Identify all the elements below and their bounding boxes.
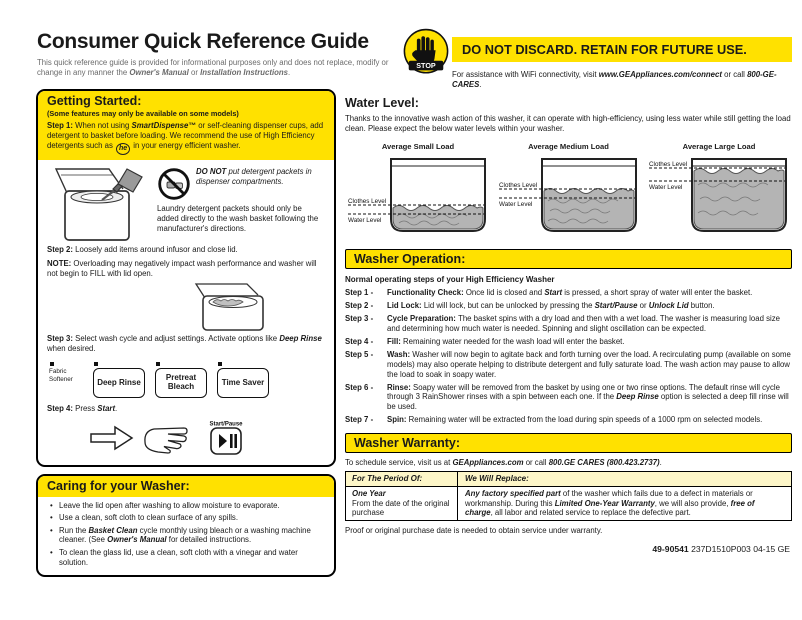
operation-step: Step 7 - Spin: Remaining water will be e… xyxy=(345,415,763,425)
warranty-period-title: One Year xyxy=(352,488,386,498)
fabric-softener-label: Fabric Softener xyxy=(49,362,85,384)
caring-header: Caring for your Washer: xyxy=(38,476,334,497)
play-icon xyxy=(219,433,227,448)
note-text: NOTE: Overloading may negatively impact … xyxy=(47,258,317,278)
indicator-dot xyxy=(218,362,222,367)
start-pause-label: Start/Pause xyxy=(209,421,243,427)
warranty-period-text: From the date of the original purchase xyxy=(352,498,450,518)
washer-loading-illustration xyxy=(189,282,297,332)
operation-step: Step 5 - Wash: Washer will now begin to … xyxy=(345,350,791,379)
water-level-label: Water Level xyxy=(649,184,682,191)
water-level-title: Water Level: xyxy=(345,96,419,110)
caring-title: Caring for your Washer: xyxy=(47,479,190,493)
operation-step: Step 6 - Rinse: Soapy water will be remo… xyxy=(345,382,789,411)
warranty-period-header: For The Period Of: xyxy=(346,471,458,486)
water-level-text: Thanks to the innovative wash action of … xyxy=(345,114,791,133)
warranty-table-header: For The Period Of: We Will Replace: xyxy=(346,471,791,487)
warranty-replace-header: We Will Replace: xyxy=(465,473,529,483)
large-load-diagram: Average Large Load Clothes Level Water L… xyxy=(646,142,792,239)
page-subtitle: This quick reference guide is provided f… xyxy=(37,58,389,77)
clothes-level-label: Clothes Level xyxy=(499,182,537,189)
high-efficiency-icon: he xyxy=(116,143,131,156)
warranty-intro: To schedule service, visit us at GEAppli… xyxy=(345,457,662,467)
control-panel-illustration: Fabric Softener Deep Rinse Pretreat Blea… xyxy=(49,358,325,399)
warranty-table: For The Period Of: We Will Replace: One … xyxy=(345,470,792,522)
step4-text: Step 4: Press Start. xyxy=(47,404,118,414)
warranty-table-row: One Year From the date of the original p… xyxy=(346,486,791,521)
page-title: Consumer Quick Reference Guide xyxy=(37,30,369,53)
indicator-dot xyxy=(156,362,160,367)
clothes-level-label: Clothes Level xyxy=(649,161,687,168)
getting-started-title: Getting Started: xyxy=(47,94,142,108)
packets-text: Laundry detergent packets should only be… xyxy=(157,204,319,233)
water-level-diagrams: Average Small Load Clothes Level Water L… xyxy=(345,142,792,239)
warranty-replace-text: Any factory specified part of the washer… xyxy=(465,488,755,518)
operation-step: Step 2 - Lid Lock: Lid will lock, but ca… xyxy=(345,301,715,311)
no-detergent-packets-icon xyxy=(157,167,191,201)
do-not-text: DO NOT put detergent packets in dispense… xyxy=(196,167,312,186)
caring-bullet: Run the Basket Clean cycle monthly using… xyxy=(50,526,324,546)
step1-text: Step 1: When not using SmartDispense™ or… xyxy=(47,121,325,156)
deep-rinse-button-illustration: Deep Rinse xyxy=(93,368,145,399)
caring-bullet: Use a clean, soft cloth to clean surface… xyxy=(50,513,324,523)
document-number: 49-90541 237D1510P003 04-15 GE xyxy=(652,544,790,555)
getting-started-section: Getting Started: (Some features may only… xyxy=(36,89,336,467)
operation-step: Step 1 - Functionality Check: Once lid i… xyxy=(345,287,753,297)
hand-icon xyxy=(144,427,188,454)
washer-operation-title: Washer Operation: xyxy=(345,248,792,269)
washer-operation-intro: Normal operating steps of your High Effi… xyxy=(345,274,555,284)
medium-load-diagram: Average Medium Load Clothes Level Water … xyxy=(496,142,642,239)
small-load-diagram: Average Small Load Clothes Level Water L… xyxy=(345,142,491,239)
warranty-footer-note: Proof or original purchase date is neede… xyxy=(345,526,603,536)
indicator-dot xyxy=(50,362,54,367)
pretreat-bleach-button-illustration: Pretreat Bleach xyxy=(155,368,207,399)
clothes-level-label: Clothes Level xyxy=(348,198,386,205)
water-level-label: Water Level xyxy=(348,217,381,224)
getting-started-subtitle: (Some features may only be available on … xyxy=(47,109,239,118)
right-column: Water Level: Thanks to the innovative wa… xyxy=(345,96,792,554)
wifi-connectivity-note: For assistance with WiFi connectivity, v… xyxy=(452,70,777,89)
retain-banner-text: DO NOT DISCARD. RETAIN FOR FUTURE USE. xyxy=(462,42,747,57)
getting-started-header: Getting Started: (Some features may only… xyxy=(38,91,334,161)
indicator-dot xyxy=(94,362,98,367)
caring-bullet: To clean the glass lid, use a clean, sof… xyxy=(50,548,324,568)
retain-banner: DO NOT DISCARD. RETAIN FOR FUTURE USE. xyxy=(452,37,792,62)
arrow-icon xyxy=(90,425,134,451)
operation-step: Step 3 - Cycle Preparation: The basket s… xyxy=(345,314,780,333)
stop-hand-icon: STOP xyxy=(402,28,450,82)
washer-warranty-title: Washer Warranty: xyxy=(345,432,792,453)
step2-text: Step 2: Loosely add items around infusor… xyxy=(47,245,238,255)
time-saver-button-illustration: Time Saver xyxy=(217,368,269,399)
water-level-label: Water Level xyxy=(499,201,532,208)
operation-step: Step 4 - Fill: Remaining water needed fo… xyxy=(345,337,625,347)
step3-text: Step 3: Select wash cycle and adjust set… xyxy=(47,334,322,354)
caring-bullet: Leave the lid open after washing to allo… xyxy=(50,501,324,511)
stop-label: STOP xyxy=(416,61,436,70)
caring-section: Caring for your Washer: Leave the lid op… xyxy=(36,474,336,577)
washer-detergent-illustration xyxy=(47,165,151,243)
press-start-illustration: Start/Pause xyxy=(87,418,325,458)
